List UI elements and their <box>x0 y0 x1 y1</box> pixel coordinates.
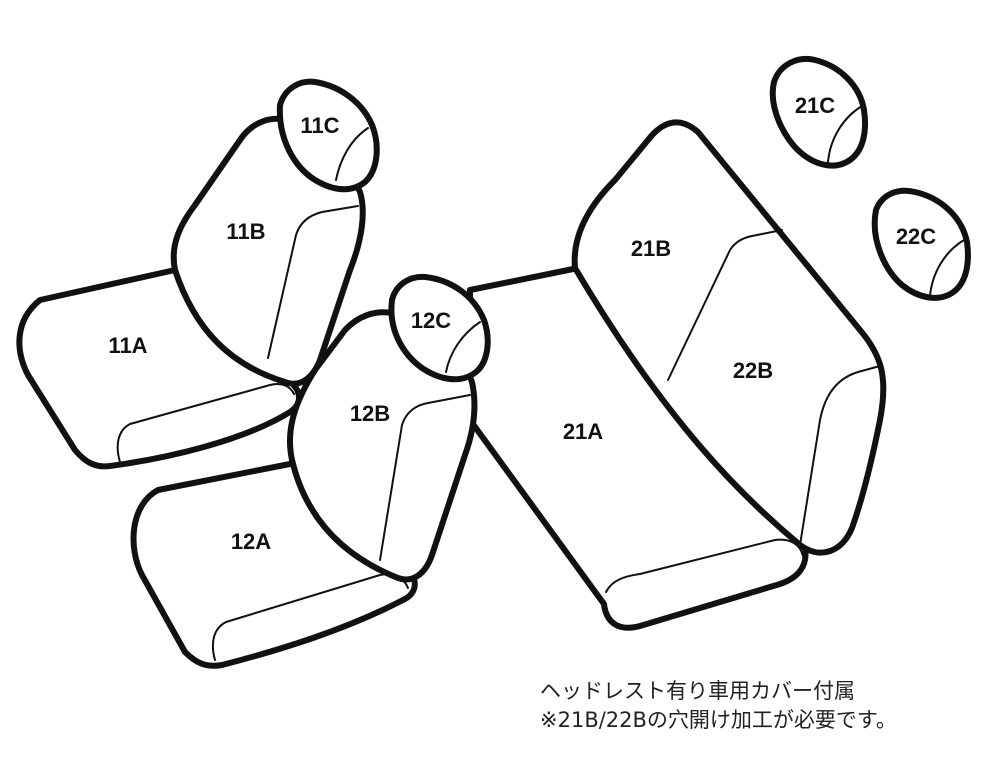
rear-headrests <box>769 56 971 301</box>
part-22c-shape <box>871 187 971 301</box>
label-12b: 12B <box>350 401 390 426</box>
note-drilling-required: ※21B/22Bの穴開け加工が必要です。 <box>540 708 897 732</box>
part-11c-side-panel <box>335 127 369 181</box>
label-21a: 21A <box>563 419 603 444</box>
part-11a-front-panel <box>116 383 295 463</box>
front-left-seat <box>16 78 380 470</box>
label-11a: 11A <box>108 333 147 358</box>
part-21a-shape <box>467 265 809 631</box>
part-22c-side-panel <box>929 239 965 297</box>
label-22b: 22B <box>733 358 773 383</box>
label-12c: 12C <box>411 308 451 333</box>
label-22c: 22C <box>896 224 936 249</box>
label-21c: 21C <box>795 93 835 118</box>
label-11c: 11C <box>300 113 339 138</box>
label-12a: 12A <box>231 529 271 554</box>
part-21-22b-shape <box>571 119 887 556</box>
front-right-seat <box>130 273 491 669</box>
part-22b-front-bolster <box>799 365 881 546</box>
part-22b-side-bolster <box>667 229 783 381</box>
part-12c-side-panel <box>445 321 481 373</box>
part-21c-shape <box>769 56 869 169</box>
part-21c-side-panel <box>827 105 863 163</box>
part-12b-shape <box>286 309 478 583</box>
label-21b: 21B <box>631 236 671 261</box>
part-11b-shape <box>170 115 366 387</box>
part-12b-side-bolster <box>379 394 471 561</box>
label-11b: 11B <box>226 219 265 244</box>
part-12c-shape <box>388 273 491 383</box>
part-11b-side-bolster <box>267 205 359 359</box>
note-headrest-cover-included: ヘッドレスト有り車用カバー付属 <box>540 679 855 703</box>
rear-bench-seat <box>467 119 887 631</box>
part-11c-shape <box>276 78 380 193</box>
